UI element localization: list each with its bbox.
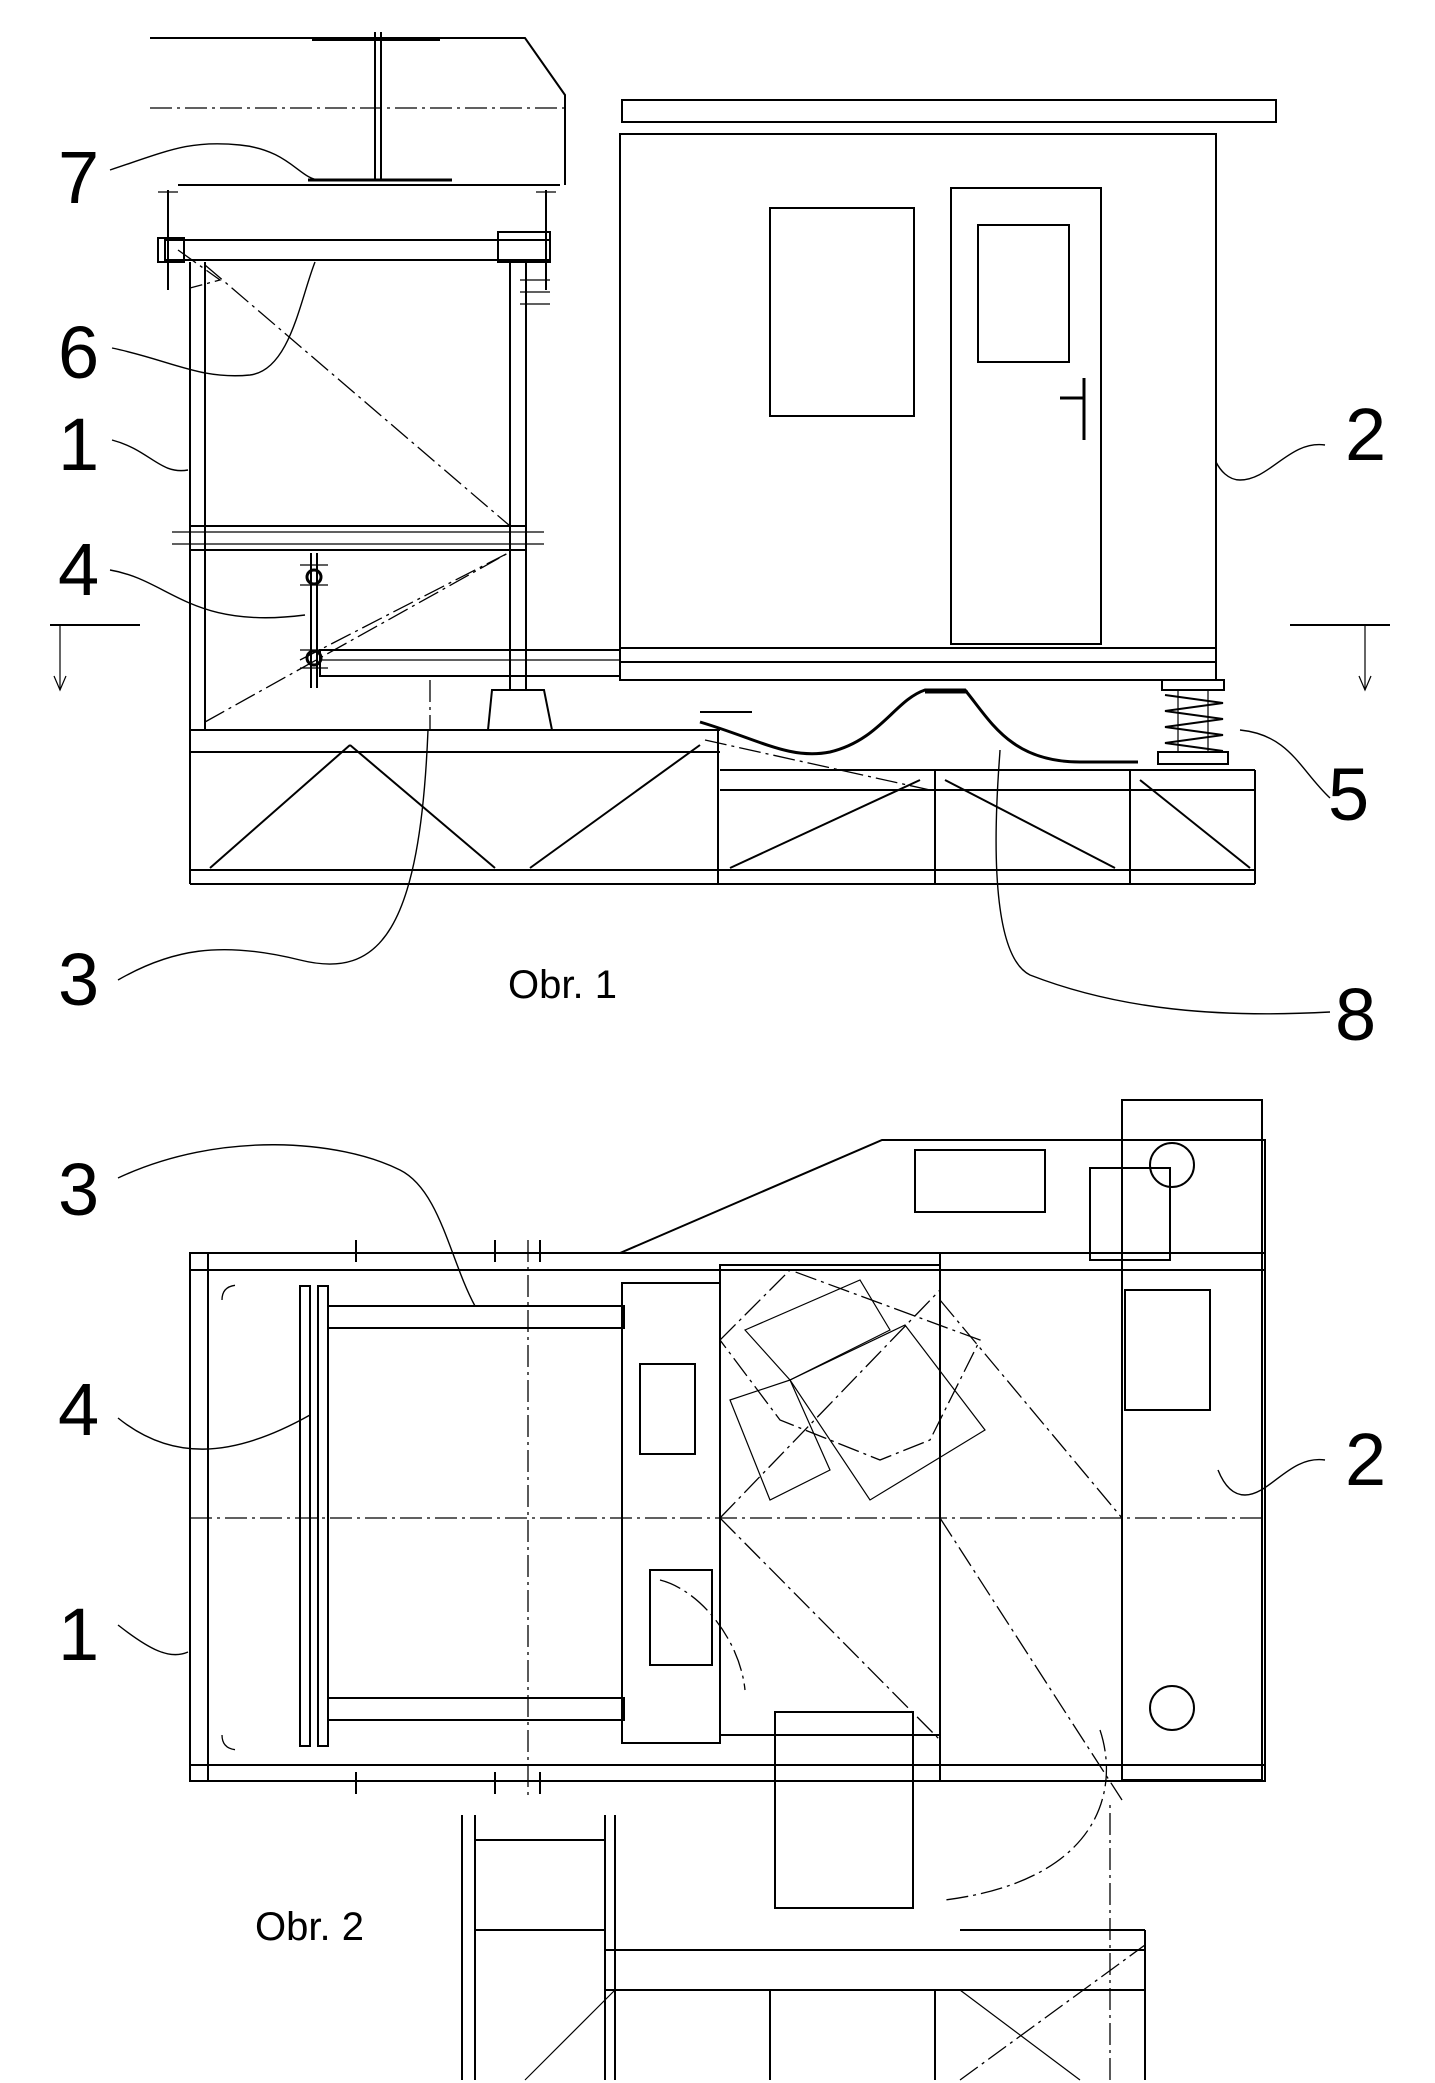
callout-1: 1: [58, 403, 99, 486]
cabin-plan: [619, 1099, 1266, 1909]
flexible-damper: [699, 688, 1138, 764]
spring-support: [1157, 679, 1229, 765]
callout-8: 8: [1335, 973, 1376, 1056]
figure-2-caption: Obr. 2: [255, 1905, 364, 1949]
callout-5: 5: [1328, 753, 1369, 836]
callout-4: 4: [58, 528, 99, 611]
callout-3: 3: [58, 938, 99, 1021]
callout-2: 2: [1345, 1418, 1386, 1501]
callout-6: 6: [58, 311, 99, 394]
leader-lines-fig1: [109, 143, 1331, 1015]
cabin: [619, 99, 1277, 681]
undercarriage-truss: [189, 729, 1256, 885]
figure-1-caption: Obr. 1: [508, 963, 617, 1007]
callouts-fig1: 7 6 1 4 2 5 3 8: [58, 136, 1386, 1056]
figure-2-plan-view: 3 4 2 1 Obr. 2: [58, 1099, 1386, 2081]
callout-4: 4: [58, 1368, 99, 1451]
section-markers: [50, 624, 1390, 692]
main-frame-plan: [189, 1240, 1266, 1795]
leader-lines-fig2: [117, 1144, 1326, 1656]
lower-platform: [461, 1800, 1146, 2081]
callout-1: 1: [58, 1593, 99, 1676]
main-frame-side: [172, 262, 544, 730]
upper-unit: [150, 32, 566, 186]
figure-1-side-view: 7 6 1 4 2 5 3 8 Obr. 1: [50, 32, 1390, 1056]
callout-2: 2: [1345, 393, 1386, 476]
top-cross-beam: [157, 190, 556, 305]
callout-7: 7: [58, 136, 99, 219]
callout-3: 3: [58, 1148, 99, 1231]
callouts-fig2: 3 4 2 1: [58, 1148, 1386, 1676]
